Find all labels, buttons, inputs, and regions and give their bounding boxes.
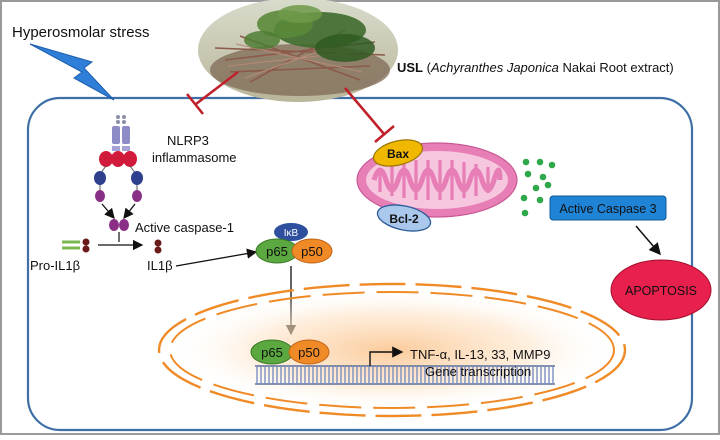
active-caspase1-icon [109,219,129,231]
herb-photo [198,0,398,102]
p50-label: p50 [301,244,323,259]
apoptosis-label: APOPTOSIS [625,284,697,298]
dna-strand [255,365,555,385]
arrow-to-caspase1-right [123,203,136,220]
nlrp3-label-line2: inflammasome [152,150,237,165]
arrow-to-caspase1-left [101,203,115,219]
active-caspase1-label: Active caspase-1 [135,220,234,235]
nuclear-p50-label: p50 [298,345,320,360]
nuclear-nfkb: p65 p50 [250,339,330,365]
bcl2-shape [376,204,432,232]
usl-label-paren: ( [423,60,432,75]
nfkb-complex: IκB p65 p50 [255,223,333,264]
nlrp3-complex [94,115,143,202]
inhibit-mito-line [344,87,385,135]
genes-label: TNF-α, IL-13, 33, MMP9 [410,347,550,362]
pro-il1b-label: Pro-IL1β [30,258,80,273]
arrow-caspase3-to-apoptosis [635,225,661,256]
bax-label: Bax [387,147,409,161]
arrow-il1b-to-nfkb [175,248,258,267]
nlrp3-label-line1: NLRP3 [167,133,209,148]
ikb-label: IκB [284,228,299,239]
il1b-label: IL1β [147,258,173,273]
bcl2-label: Bcl-2 [389,212,419,226]
apoptosis-shape [610,259,712,321]
inhibit-mito-bar [374,125,395,143]
nucleus-outer-membrane [157,282,627,418]
caspase3-box [549,195,667,221]
stress-label: Hyperosmolar stress [12,24,150,41]
caspase3-label: Active Caspase 3 [559,202,656,216]
p50-shape [291,238,333,264]
usl-label: USL (Achyranthes Japonica Nakai Root ext… [397,60,674,75]
inhibit-nlrp3-line [195,70,239,106]
usl-label-species: Achyranthes Japonica [430,60,559,75]
il1b-icon [154,239,162,254]
nucleus-inner-membrane [169,291,615,409]
usl-label-bold: USL [397,60,423,75]
inhibit-nlrp3-bar [185,93,205,115]
lightning-icon [29,43,115,101]
p65-label: p65 [266,244,288,259]
usl-label-rest: Nakai Root extract) [559,60,674,75]
ikb-shape [274,223,308,241]
transcription-arrow [369,346,404,366]
cytochrome-dots [520,158,556,217]
nuclear-p65-label: p65 [261,345,283,360]
pro-il1b-icon [62,238,90,253]
bax-shape [372,139,424,167]
nuclear-p50-shape [288,339,330,365]
transcription-label: Gene transcription [425,364,531,379]
